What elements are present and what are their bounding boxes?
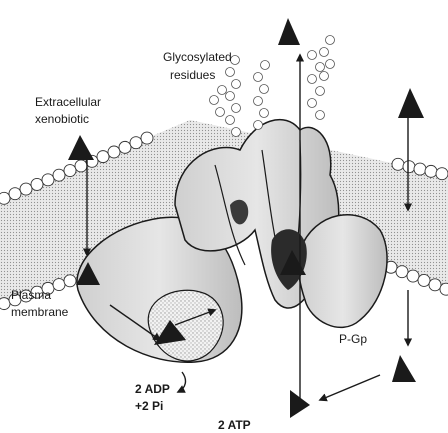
glycan-residue — [226, 92, 235, 101]
lipid-head — [53, 279, 65, 291]
lipid-head — [119, 141, 131, 153]
xenobiotic-triangle-right-top — [398, 88, 424, 118]
glycan-residue — [254, 121, 263, 130]
lipid-head — [130, 137, 142, 149]
lipid-head — [9, 188, 21, 200]
arrow-adp-release — [178, 372, 185, 392]
label-plasma: Plasma — [11, 288, 51, 302]
lipid-head — [97, 151, 109, 163]
label-glycosylated: Glycosylated — [163, 50, 232, 64]
glycan-residue — [326, 36, 335, 45]
lipid-head — [425, 165, 437, 177]
lipid-head — [418, 274, 430, 286]
arrow-atp-binding — [320, 375, 380, 400]
label-xenobiotic: xenobiotic — [35, 112, 89, 126]
glycan-residue — [232, 104, 241, 113]
lipid-head — [53, 169, 65, 181]
glycan-residue — [218, 86, 227, 95]
lipid-head — [396, 266, 408, 278]
glycan-residue — [308, 75, 317, 84]
lipid-head — [403, 161, 415, 173]
xenobiotic-triangle-extracellular — [68, 135, 94, 160]
lipid-head — [429, 279, 441, 291]
glycan-residue — [216, 108, 225, 117]
glycan-residue — [308, 51, 317, 60]
xenobiotic-triangle-effluxed — [278, 18, 300, 45]
lipid-head — [0, 298, 10, 310]
lipid-head — [31, 178, 43, 190]
glycan-residue — [260, 85, 269, 94]
glycan-residue — [254, 73, 263, 82]
lipid-head — [64, 165, 76, 177]
lipid-head — [440, 283, 448, 295]
glycan-residue — [320, 48, 329, 57]
lipid-head — [64, 275, 76, 287]
lipid-head — [0, 192, 10, 204]
lipid-head — [108, 146, 120, 158]
glycan-residue — [316, 111, 325, 120]
label-adp: 2 ADP — [135, 382, 170, 396]
glycan-residue — [261, 61, 270, 70]
label-residues: residues — [170, 68, 215, 82]
glycan-residue — [326, 60, 335, 69]
glycan-residue — [232, 128, 241, 137]
lipid-head — [407, 270, 419, 282]
lipid-head — [141, 132, 153, 144]
glycan-residue — [226, 68, 235, 77]
lipid-head — [436, 168, 448, 180]
glycan-residue — [226, 116, 235, 125]
lipid-head — [414, 163, 426, 175]
glycan-residue — [260, 109, 269, 118]
lipid-head — [20, 183, 32, 195]
xenobiotic-triangle-right-bottom — [392, 355, 416, 382]
lipid-head — [42, 174, 54, 186]
glycan-residue — [320, 72, 329, 81]
glycan-residue — [308, 99, 317, 108]
glycan-residue — [316, 63, 325, 72]
label-pgp: P-Gp — [339, 332, 367, 346]
glycan-residue — [254, 97, 263, 106]
glycan-residue — [232, 80, 241, 89]
label-membrane: membrane — [11, 305, 68, 319]
glycan-residue — [210, 96, 219, 105]
lipid-head — [392, 158, 404, 170]
label-extracellular: Extracellular — [35, 95, 101, 109]
glycan-residue — [231, 56, 240, 65]
glycan-residue — [316, 87, 325, 96]
label-pi: +2 Pi — [135, 399, 163, 413]
lipid-head — [75, 160, 87, 172]
label-atp: 2 ATP — [218, 418, 251, 432]
